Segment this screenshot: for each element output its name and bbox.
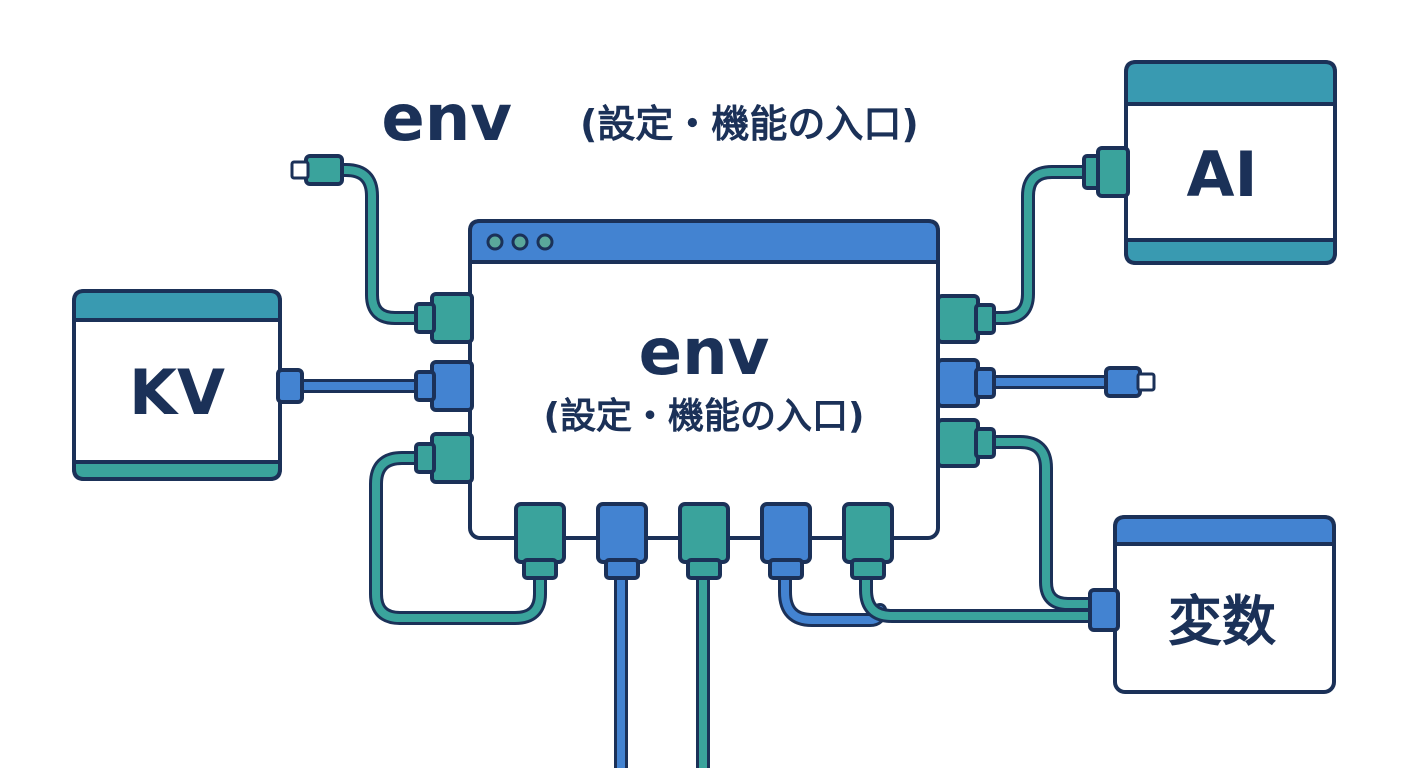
- hub-ports-bottom: [514, 502, 894, 580]
- module-variables-port: [1088, 588, 1120, 632]
- hub-ports-left: [414, 292, 474, 484]
- port-bottom-3: [678, 502, 730, 580]
- cable-bottom-5: [859, 571, 1101, 623]
- port-bottom-2: [596, 502, 648, 580]
- module-kv-port: [276, 368, 304, 404]
- cable-left-top: [329, 163, 425, 325]
- port-left-1: [414, 292, 474, 344]
- hub-window: env (設定・機能の入口): [468, 219, 940, 540]
- page-title-main: env: [381, 82, 512, 156]
- port-bottom-5: [842, 502, 894, 580]
- cable-left-loop: [369, 451, 547, 625]
- port-right-1: [936, 294, 996, 344]
- page-title-sub: (設定・機能の入口): [580, 102, 919, 146]
- cable-variables: [985, 435, 1101, 611]
- module-ai-port: [1082, 146, 1130, 198]
- cables: [291, 163, 1117, 768]
- module-ai: AI: [1082, 60, 1337, 265]
- window-dot-1: [486, 233, 504, 251]
- port-left-3: [414, 432, 474, 484]
- window-dot-3: [536, 233, 554, 251]
- cable-ai: [985, 165, 1097, 325]
- hub-subtitle: (設定・機能の入口): [544, 396, 865, 437]
- port-bottom-1: [514, 502, 566, 580]
- hub-ports-right: [936, 294, 996, 468]
- module-variables-label: 変数: [1168, 590, 1276, 653]
- page-title: env (設定・機能の入口): [381, 82, 918, 156]
- plug-right-middle: [1104, 366, 1156, 398]
- port-left-2: [414, 360, 474, 412]
- port-right-3: [936, 418, 996, 468]
- port-right-2: [936, 358, 996, 408]
- plug-left-top: [290, 154, 344, 186]
- module-ai-label: AI: [1186, 138, 1257, 211]
- module-kv: KV: [72, 289, 304, 481]
- port-bottom-4: [760, 502, 812, 580]
- module-kv-label: KV: [129, 356, 225, 429]
- hub-title: env: [639, 316, 770, 390]
- window-dot-2: [511, 233, 529, 251]
- module-variables: 変数: [1088, 515, 1336, 694]
